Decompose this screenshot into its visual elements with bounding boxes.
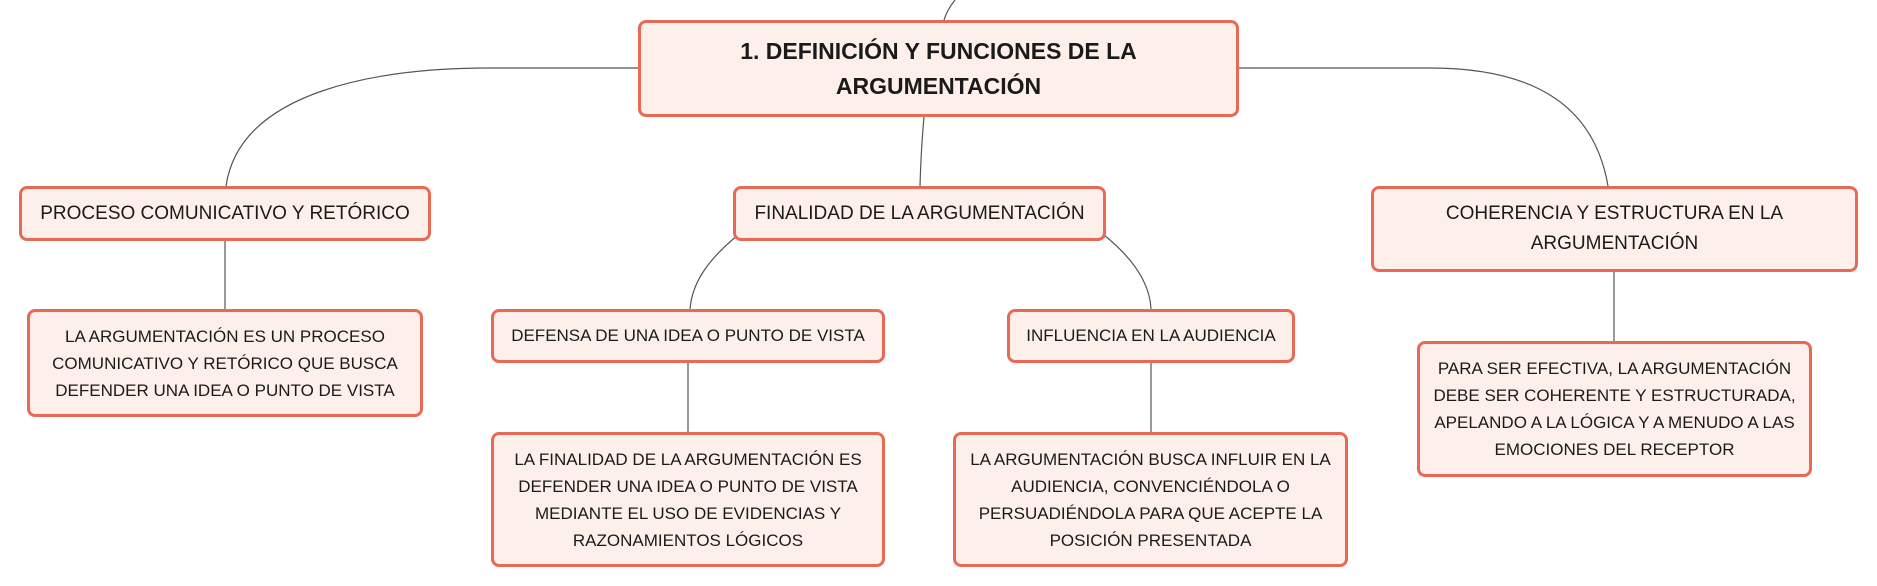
connector-finalidad-influencia bbox=[1103, 234, 1152, 310]
branch-node-finalidad[interactable]: FINALIDAD DE LA ARGUMENTACIÓN bbox=[733, 186, 1106, 241]
leaf-text-defensa-description: LA FINALIDAD DE LA ARGUMENTACIÓN ES DEFE… bbox=[514, 449, 862, 550]
root-topic-title: 1. DEFINICIÓN Y FUNCIONES DE LA ARGUMENT… bbox=[740, 37, 1137, 99]
leaf-text-proceso-description: LA ARGUMENTACIÓN ES UN PROCESO COMUNICAT… bbox=[52, 326, 398, 400]
connector-root-finalidad bbox=[919, 116, 925, 187]
subtopic-label-influencia: INFLUENCIA EN LA AUDIENCIA bbox=[1026, 326, 1276, 345]
leaf-node-defensa-description[interactable]: LA FINALIDAD DE LA ARGUMENTACIÓN ES DEFE… bbox=[491, 432, 885, 567]
branch-node-coherencia[interactable]: COHERENCIA Y ESTRUCTURA EN LA ARGUMENTAC… bbox=[1371, 186, 1858, 272]
branch-label-finalidad: FINALIDAD DE LA ARGUMENTACIÓN bbox=[754, 202, 1085, 224]
leaf-node-influencia-description[interactable]: LA ARGUMENTACIÓN BUSCA INFLUIR EN LA AUD… bbox=[953, 432, 1348, 567]
root-topic-node[interactable]: 1. DEFINICIÓN Y FUNCIONES DE LA ARGUMENT… bbox=[638, 20, 1239, 117]
leaf-text-influencia-description: LA ARGUMENTACIÓN BUSCA INFLUIR EN LA AUD… bbox=[970, 449, 1331, 550]
branch-node-proceso[interactable]: PROCESO COMUNICATIVO Y RETÓRICO bbox=[19, 186, 431, 241]
connector-finalidad-defensa bbox=[689, 234, 739, 310]
subtopic-node-defensa[interactable]: DEFENSA DE UNA IDEA O PUNTO DE VISTA bbox=[491, 309, 885, 363]
connector-root-coherencia bbox=[1239, 67, 1609, 187]
leaf-node-proceso-description[interactable]: LA ARGUMENTACIÓN ES UN PROCESO COMUNICAT… bbox=[27, 309, 423, 417]
connector-root-parent bbox=[943, 0, 956, 21]
leaf-node-coherencia-description[interactable]: PARA SER EFECTIVA, LA ARGUMENTACIÓN DEBE… bbox=[1417, 341, 1812, 477]
subtopic-label-defensa: DEFENSA DE UNA IDEA O PUNTO DE VISTA bbox=[511, 326, 865, 345]
branch-label-coherencia: COHERENCIA Y ESTRUCTURA EN LA ARGUMENTAC… bbox=[1445, 203, 1784, 254]
subtopic-node-influencia[interactable]: INFLUENCIA EN LA AUDIENCIA bbox=[1007, 309, 1295, 363]
leaf-text-coherencia-description: PARA SER EFECTIVA, LA ARGUMENTACIÓN DEBE… bbox=[1433, 359, 1796, 459]
connector-root-proceso bbox=[225, 67, 638, 187]
branch-label-proceso: PROCESO COMUNICATIVO Y RETÓRICO bbox=[40, 202, 410, 224]
